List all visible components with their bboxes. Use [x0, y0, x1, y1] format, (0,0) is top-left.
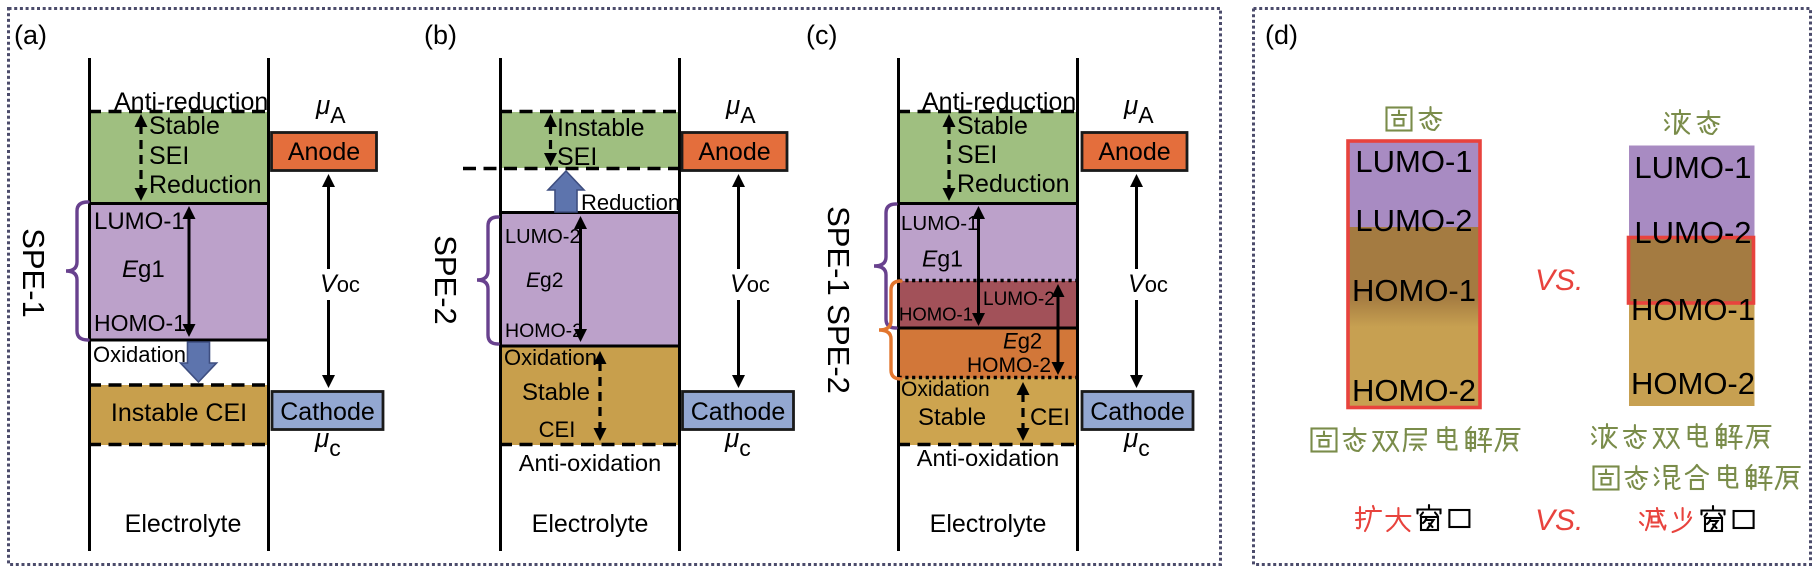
svg-text:Oxidation: Oxidation: [93, 342, 186, 367]
svg-text:Eg2: Eg2: [526, 269, 563, 292]
svg-text:Instable CEI: Instable CEI: [111, 399, 247, 427]
svg-text:VS.: VS.: [1535, 504, 1583, 537]
svg-text:SEI: SEI: [957, 141, 997, 169]
svg-text:Anti-oxidation: Anti-oxidation: [917, 445, 1059, 471]
svg-text:Anode: Anode: [288, 138, 360, 166]
svg-text:(a): (a): [14, 20, 47, 50]
svg-text:SEI: SEI: [149, 142, 189, 170]
svg-text:HOMO-2: HOMO-2: [967, 354, 1051, 377]
svg-text:Electrolyte: Electrolyte: [532, 510, 649, 538]
svg-text:Cathode: Cathode: [691, 398, 786, 426]
svg-text:LUMO-1: LUMO-1: [1634, 150, 1751, 185]
svg-text:Reduction: Reduction: [581, 190, 680, 215]
svg-text:Voc: Voc: [730, 270, 770, 298]
svg-text:Electrolyte: Electrolyte: [930, 510, 1047, 538]
svg-text:Stable: Stable: [918, 404, 986, 431]
svg-text:LUMO-2: LUMO-2: [1355, 203, 1472, 238]
svg-text:Instable: Instable: [557, 114, 645, 142]
svg-text:Eg1: Eg1: [922, 246, 963, 272]
svg-text:Cathode: Cathode: [280, 398, 375, 426]
svg-text:Electrolyte: Electrolyte: [125, 510, 242, 538]
svg-text:CEI: CEI: [539, 417, 576, 442]
svg-text:Voc: Voc: [1128, 270, 1168, 298]
svg-text:SEI: SEI: [557, 143, 597, 171]
svg-text:(c): (c): [806, 20, 837, 50]
svg-text:Stable: Stable: [957, 112, 1028, 140]
svg-text:(b): (b): [424, 20, 457, 50]
svg-text:Anti-reduction: Anti-reduction: [114, 88, 268, 116]
svg-text:SPE-2: SPE-2: [428, 235, 463, 325]
svg-text:Reduction: Reduction: [957, 170, 1070, 198]
svg-text:CEI: CEI: [1030, 404, 1070, 431]
svg-text:Eg2: Eg2: [1003, 329, 1042, 354]
svg-text:Anode: Anode: [698, 138, 770, 166]
svg-text:Anti-reduction: Anti-reduction: [922, 88, 1076, 116]
svg-text:HOMO-1: HOMO-1: [94, 310, 186, 336]
svg-text:LUMO-2: LUMO-2: [1634, 215, 1751, 250]
svg-text:Anode: Anode: [1098, 138, 1170, 166]
svg-text:VS.: VS.: [1535, 264, 1583, 297]
svg-text:HOMO-2: HOMO-2: [505, 320, 583, 342]
svg-text:Oxidation: Oxidation: [504, 345, 597, 370]
svg-text:Cathode: Cathode: [1090, 398, 1185, 426]
svg-text:Eg1: Eg1: [122, 256, 165, 283]
svg-text:LUMO-2: LUMO-2: [505, 226, 581, 248]
svg-text:SPE-1: SPE-1: [16, 228, 51, 318]
svg-text:HOMO-2: HOMO-2: [1631, 366, 1755, 401]
svg-text:HOMO-1: HOMO-1: [1352, 273, 1476, 308]
svg-text:Stable: Stable: [149, 112, 220, 140]
svg-text:HOMO-2: HOMO-2: [1352, 373, 1476, 408]
svg-text:Voc: Voc: [320, 270, 360, 298]
svg-text:LUMO-1: LUMO-1: [1355, 144, 1472, 179]
svg-text:(d): (d): [1265, 20, 1298, 50]
svg-text:Anti-oxidation: Anti-oxidation: [519, 450, 661, 476]
svg-text:LUMO-1: LUMO-1: [901, 212, 978, 235]
svg-text:HOMO-1: HOMO-1: [1631, 292, 1755, 327]
svg-text:Stable: Stable: [522, 379, 590, 406]
svg-text:Oxidation: Oxidation: [901, 378, 990, 401]
svg-text:LUMO-2: LUMO-2: [983, 289, 1055, 310]
svg-text:Reduction: Reduction: [149, 171, 262, 199]
svg-text:SPE-1 SPE-2: SPE-1 SPE-2: [821, 206, 856, 394]
svg-text:LUMO-1: LUMO-1: [94, 208, 185, 235]
svg-text:HOMO-1: HOMO-1: [899, 304, 973, 325]
